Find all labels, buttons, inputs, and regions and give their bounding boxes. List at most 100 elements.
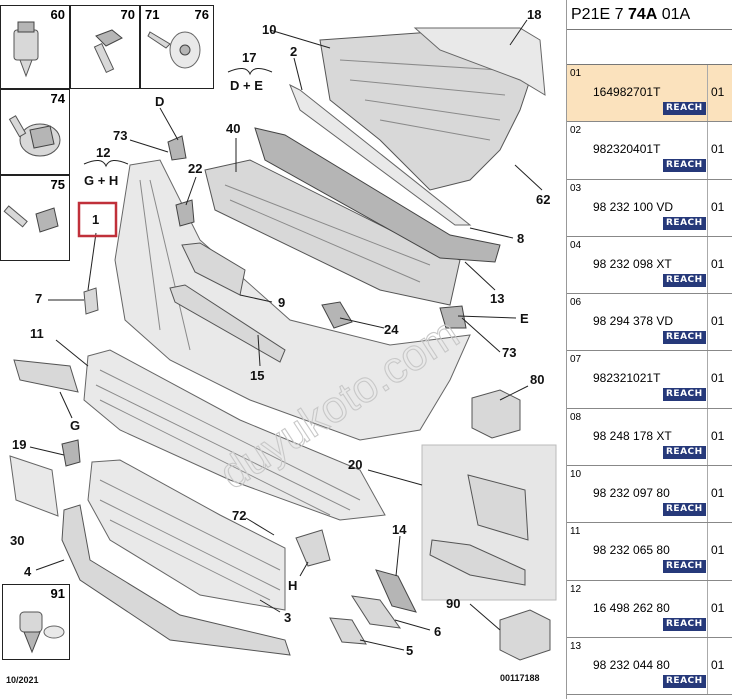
part-quantity: 01 — [711, 142, 725, 157]
callout-1[interactable]: 1 — [92, 212, 99, 227]
callout-e[interactable]: E — [520, 311, 529, 326]
lower-grille-drawing — [83, 349, 386, 521]
part-index: 13 — [570, 640, 582, 652]
clip-fastener-60-drawing — [13, 21, 39, 78]
callout-3[interactable]: 3 — [284, 610, 291, 625]
leader-lines — [29, 19, 543, 651]
main-grille-drawing — [87, 459, 286, 611]
callout-13[interactable]: 13 — [490, 291, 504, 306]
selected-part-highlight[interactable] — [77, 201, 118, 238]
callout-40[interactable]: 40 — [226, 121, 240, 136]
part-reference[interactable]: 16 498 262 80 — [593, 600, 670, 615]
part-index: 06 — [570, 297, 582, 309]
reach-badge: REACH — [663, 388, 706, 402]
part-quantity: 01 — [711, 314, 725, 329]
bolt-74-drawing — [8, 115, 61, 157]
callout-72[interactable]: 72 — [232, 508, 246, 523]
part-quantity: 01 — [711, 657, 725, 672]
part-index: 12 — [570, 583, 582, 595]
callout-h[interactable]: H — [288, 578, 297, 593]
reach-badge: REACH — [663, 674, 706, 688]
callout-10[interactable]: 10 — [262, 22, 276, 37]
inset-label: 75 — [50, 177, 65, 192]
fog-grille-6-drawing — [350, 595, 402, 629]
callout-90[interactable]: 90 — [446, 596, 460, 611]
tow-cover-drawing — [9, 455, 59, 517]
callout-g[interactable]: G — [70, 418, 80, 433]
block-80-drawing — [471, 389, 521, 439]
callout-11[interactable]: 11 — [30, 326, 44, 341]
part-index: 01 — [570, 68, 582, 79]
part-quantity: 01 — [711, 600, 725, 615]
part-reference[interactable]: 164982701T — [593, 85, 661, 99]
callout-labels: 18 10 2 17 D + E D 73 12 G + H 40 22 62 … — [10, 7, 550, 658]
inset-fastener-70[interactable]: 70 — [70, 5, 140, 89]
column-divider — [707, 294, 708, 351]
callout-2[interactable]: 2 — [290, 44, 297, 59]
callout-15[interactable]: 15 — [250, 368, 264, 383]
callout-73-top[interactable]: 73 — [113, 128, 127, 143]
block-90-drawing — [499, 609, 551, 661]
reach-badge: REACH — [663, 503, 706, 517]
part-reference[interactable]: 98 232 098 XT — [593, 256, 672, 271]
callout-22[interactable]: 22 — [188, 161, 202, 176]
callout-62[interactable]: 62 — [536, 192, 550, 207]
inset-label: 76 — [194, 7, 209, 22]
callout-8[interactable]: 8 — [517, 231, 524, 246]
grille-trim-drawing — [181, 242, 246, 296]
callout-6[interactable]: 6 — [434, 624, 441, 639]
callout-17-sub: D + E — [230, 78, 263, 93]
part-reference[interactable]: 982321021T — [593, 371, 661, 386]
part-reference[interactable]: 98 232 100 VD — [593, 199, 674, 214]
part-reference[interactable]: 98 232 065 80 — [593, 543, 670, 558]
callout-9[interactable]: 9 — [278, 295, 285, 310]
column-divider — [707, 637, 708, 695]
part-quantity: 01 — [711, 371, 725, 386]
header-model: 74A — [627, 5, 658, 23]
part-row[interactable]: 13 98 232 044 80 REACH 01 — [567, 637, 732, 696]
callout-d[interactable]: D — [155, 94, 164, 109]
inset-label: 71 — [145, 7, 160, 22]
callout-14[interactable]: 14 — [392, 522, 407, 537]
exploded-parts-diagram: 60 70 71 76 7 4 75 9 1 — [0, 5, 557, 685]
part-reference[interactable]: 98 248 178 XT — [593, 428, 672, 443]
part-index: 02 — [570, 125, 582, 137]
callout-5[interactable]: 5 — [406, 643, 413, 658]
callout-20[interactable]: 20 — [348, 457, 362, 472]
part-index: 07 — [570, 354, 582, 366]
callout-30[interactable]: 30 — [10, 533, 24, 548]
clip-e-drawing — [439, 305, 467, 329]
callout-73-right[interactable]: 73 — [502, 345, 516, 360]
fog-trim-upper-drawing — [467, 474, 529, 541]
callout-12[interactable]: 12 — [96, 145, 110, 160]
inset-fastener-60[interactable]: 60 — [0, 5, 70, 89]
lower-strip-drawing — [169, 284, 286, 363]
reach-badge: REACH — [663, 216, 706, 230]
part-reference[interactable]: 982320401T — [593, 142, 661, 157]
cap-7-drawing — [83, 287, 99, 315]
callout-4[interactable]: 4 — [24, 564, 32, 579]
callout-24[interactable]: 24 — [384, 322, 399, 337]
part-reference[interactable]: 98 294 378 VD — [593, 314, 674, 329]
part-reference[interactable]: 98 232 097 80 — [593, 486, 670, 501]
callout-17[interactable]: 17 — [242, 50, 256, 65]
callout-19[interactable]: 19 — [12, 437, 26, 452]
callout-18[interactable]: 18 — [527, 7, 541, 22]
column-divider — [707, 466, 708, 523]
clip-91-drawing — [19, 611, 65, 654]
callout-80[interactable]: 80 — [530, 372, 544, 387]
part-reference[interactable]: 98 232 044 80 — [593, 657, 670, 672]
part-quantity: 01 — [711, 85, 725, 99]
callout-7[interactable]: 7 — [35, 291, 42, 306]
